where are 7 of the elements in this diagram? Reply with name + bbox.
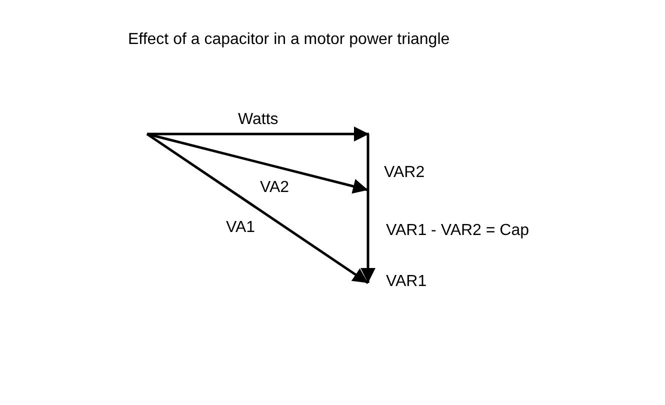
vector-label: VA2 xyxy=(260,178,290,197)
vector-label: Watts xyxy=(238,110,278,129)
vector-label: VA1 xyxy=(226,218,256,237)
diagram-title: Effect of a capacitor in a motor power triangle xyxy=(128,30,450,49)
vector-label: VAR2 xyxy=(384,163,425,182)
vector-label: VAR1 xyxy=(386,272,427,291)
vector-label: VAR1 - VAR2 = Cap xyxy=(386,221,530,240)
